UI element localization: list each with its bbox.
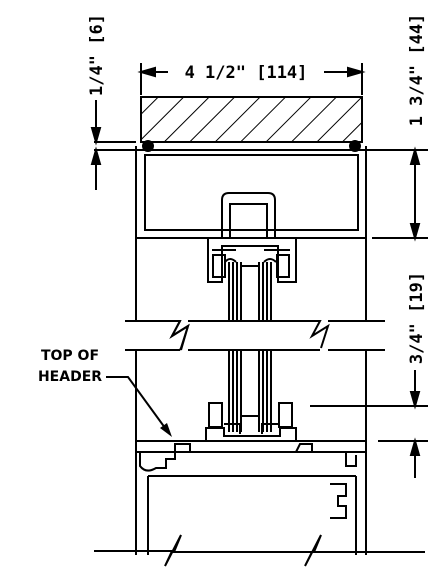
dim-top-gap [90, 100, 136, 190]
dim-glass-engagement [310, 370, 428, 478]
break-line-bottom [94, 534, 425, 567]
dim-top-gap-label: 1/4" [6] [87, 14, 107, 96]
dim-head-width-label: 4 1/2" [114] [185, 63, 308, 83]
break-line-middle [125, 320, 385, 351]
sill-extrusion [139, 443, 357, 555]
dim-glass-engagement-label: 3/4" [19] [407, 272, 427, 364]
upper-glazing-profile [207, 192, 297, 283]
dim-head-depth [366, 146, 428, 242]
note-top-of-header: TOP OF HEADER [38, 348, 172, 437]
note-line-1: TOP OF [41, 348, 99, 364]
dim-head-depth-label: 1 3/4" [44] [407, 14, 427, 127]
substrate-block [140, 96, 363, 143]
note-line-2: HEADER [38, 369, 102, 385]
dim-head-width [137, 63, 366, 95]
lower-glazing-profile [205, 402, 297, 441]
